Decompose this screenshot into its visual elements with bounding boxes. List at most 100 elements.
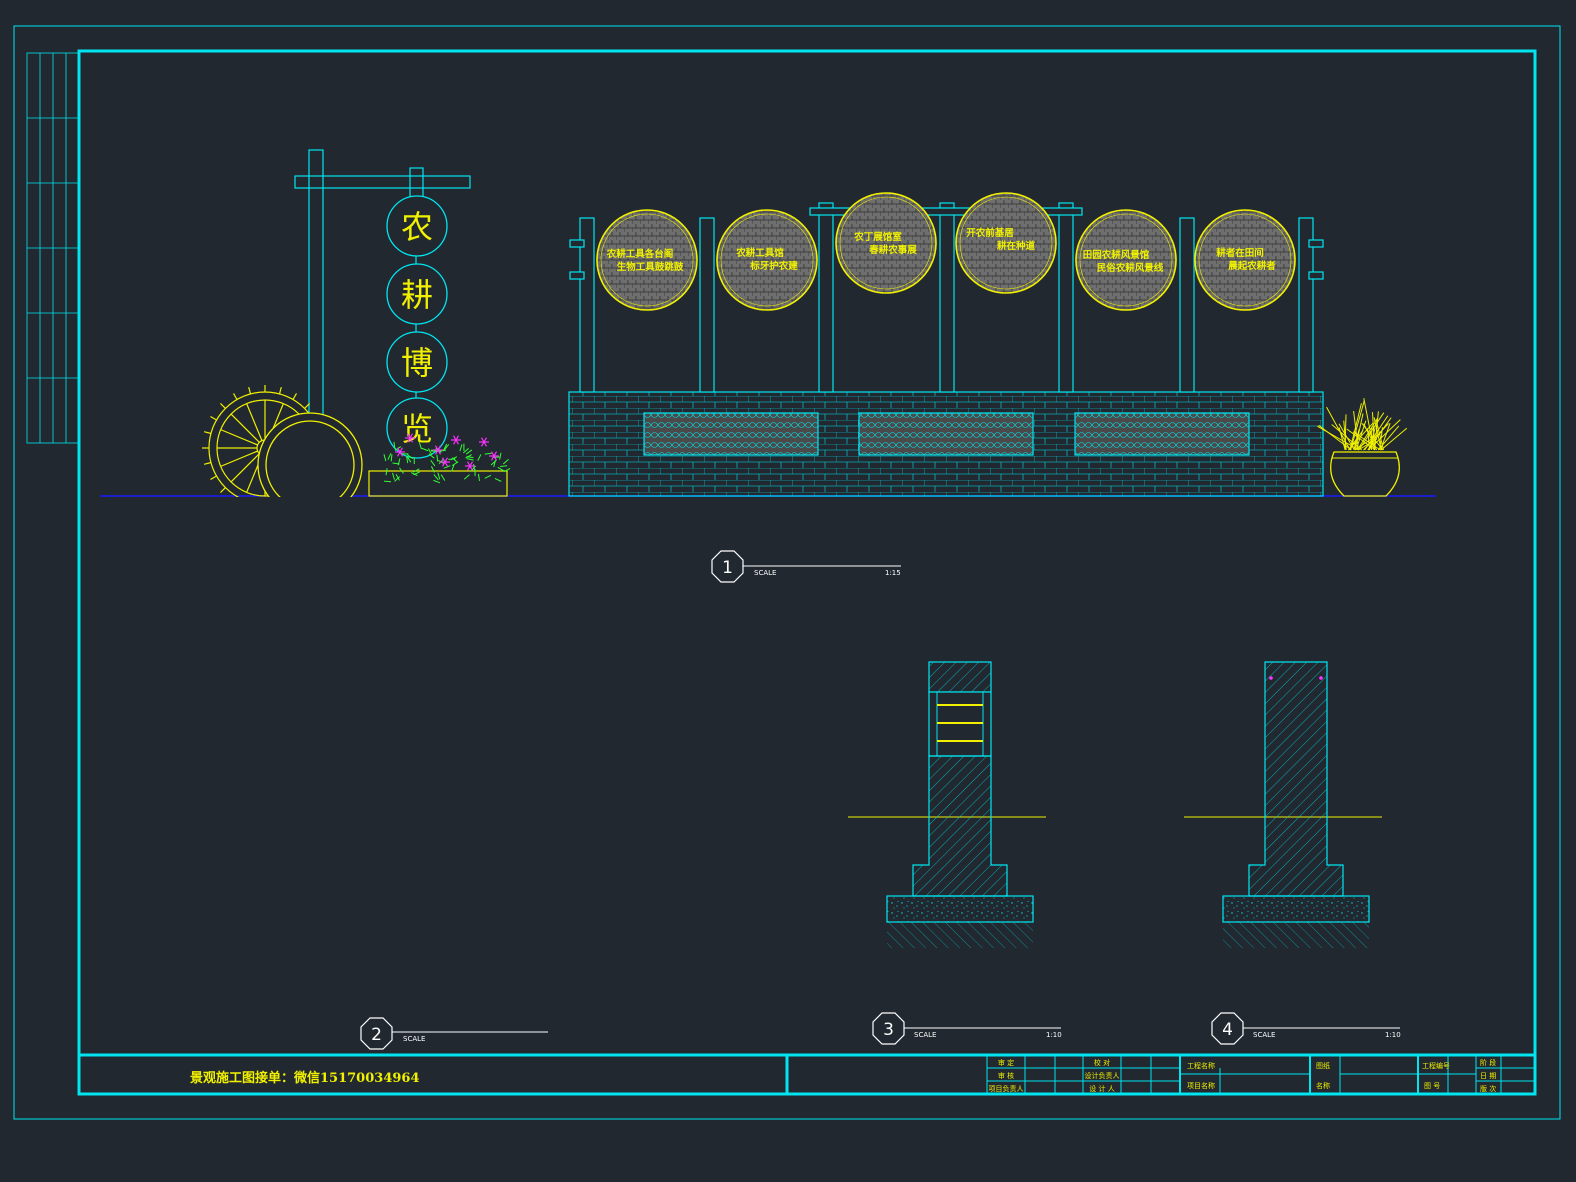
tb-sheet-no: 图 号 <box>1424 1082 1440 1090</box>
detail-label-1: 1 SCALE 1:15 <box>711 550 901 583</box>
grass-blade <box>1326 406 1351 451</box>
detail-label-4: 4 SCALE 1:10 <box>1211 1012 1401 1045</box>
flower-bloom-petal <box>469 465 474 471</box>
detail-number: 1 <box>722 558 733 578</box>
scale-word: SCALE <box>1253 1031 1275 1039</box>
tb-project-name: 项目名称 <box>1187 1081 1215 1090</box>
flower-leaf <box>387 453 392 460</box>
flower-bloom-petal <box>396 447 401 453</box>
flower-leaf <box>503 468 511 473</box>
flower-bloom-petal <box>480 441 485 447</box>
section-detail-3 <box>848 661 1046 948</box>
scale-value: 1:15 <box>885 569 901 577</box>
grass-blade <box>1338 427 1346 451</box>
wheel-tooth <box>248 386 252 395</box>
flower-bloom-petal <box>493 455 498 461</box>
display-frame-posts <box>569 202 1324 393</box>
flower-leaf <box>433 474 439 481</box>
flower-bloom-petal <box>483 437 488 443</box>
weave-inset <box>858 412 1034 456</box>
panel-text-line: 农耕工具各台阁 <box>606 248 674 260</box>
detail-number-octagon <box>872 1012 905 1045</box>
flower-leaf <box>466 456 474 459</box>
wheel-tooth <box>278 386 282 395</box>
grass-blade <box>1354 413 1364 451</box>
round-panel: 田园农耕风景馆 民俗农耕风景线 <box>1075 209 1177 311</box>
detail-number: 2 <box>371 1025 382 1045</box>
flower-bloom-petal <box>399 447 404 453</box>
scale-value: 1:10 <box>1046 1031 1062 1039</box>
flower-bloom-petal <box>490 451 495 457</box>
round-panel: 开农前基居 耕在种道 <box>955 192 1057 294</box>
wheel-tooth <box>304 403 310 409</box>
binding-strip <box>26 52 80 444</box>
pillar-glyph: 览 <box>401 410 433 448</box>
flower-bloom-petal <box>483 441 488 447</box>
flower-bloom-petal <box>406 433 411 439</box>
grass-blade <box>1350 400 1365 451</box>
wheel-spoke <box>246 403 263 441</box>
flower-leaf <box>410 472 418 477</box>
scale-value: 1:10 <box>1385 1031 1401 1039</box>
flower-leaf <box>406 456 412 463</box>
title-block-note: 景观施工图接单：微信15170034964 <box>190 1070 420 1086</box>
flower-leaf <box>383 454 387 462</box>
tb-approve: 审 定 <box>998 1058 1014 1067</box>
flower-leaf <box>465 449 473 455</box>
pillar-glyph: 博 <box>401 344 433 382</box>
wheel-spoke <box>230 413 260 443</box>
flower-leaf <box>394 476 401 482</box>
pillar-sign: 耕 <box>386 263 448 325</box>
scale-word: SCALE <box>403 1035 425 1043</box>
panel-text-line: 田园农耕风景馆 <box>1083 249 1150 261</box>
grass-blade <box>1371 412 1376 451</box>
flower-leaf <box>484 452 492 455</box>
flower-bloom-petal <box>455 439 460 445</box>
wheel-spoke <box>220 429 258 446</box>
flower-bloom-petal <box>466 465 471 471</box>
flower-planter <box>368 433 511 497</box>
flower-bloom-petal <box>466 461 471 467</box>
flower-bloom-petal <box>480 437 485 443</box>
detail-label-2: 2 SCALE <box>360 1017 548 1050</box>
flower-leaf <box>477 454 482 461</box>
flower-leaf <box>399 467 404 474</box>
tb-date: 日 期 <box>1480 1072 1496 1080</box>
flower-leaf <box>451 464 455 472</box>
flower-bloom-petal <box>434 445 439 451</box>
pillar-sign: 博 <box>386 331 448 393</box>
tb-stage: 阶 段 <box>1480 1058 1496 1067</box>
detail-number: 3 <box>883 1020 894 1040</box>
flower-bloom-petal <box>434 449 439 455</box>
potted-plant <box>1317 398 1408 497</box>
drawing-frame <box>77 49 1537 1096</box>
flower-bloom-petal <box>452 435 457 441</box>
panel-text-line: 晨起农耕者 <box>1228 260 1276 272</box>
flower-leaf <box>393 441 396 449</box>
pillar-sign: 农 <box>386 195 448 257</box>
flower-leaf <box>443 465 451 469</box>
flower-leaf <box>430 466 435 473</box>
grass-blade <box>1344 414 1347 451</box>
tb-version: 版 次 <box>1480 1084 1496 1093</box>
panel-text-line: 标牙护农建 <box>749 260 798 272</box>
sheet-outer-border <box>13 25 1561 1120</box>
flower-leaf <box>437 472 441 480</box>
flower-bloom-petal <box>437 445 442 451</box>
grass-blade <box>1356 417 1379 451</box>
detail-number-octagon <box>360 1017 393 1050</box>
flower-leaf <box>499 452 502 460</box>
flower-leaf <box>440 474 446 481</box>
grass-blade <box>1331 424 1363 451</box>
flower-leaf <box>477 473 480 482</box>
flower-bloom-petal <box>409 433 414 439</box>
flower-bloom-petal <box>490 455 495 461</box>
flower-bloom-petal <box>409 437 414 443</box>
pillar-glyph: 耕 <box>401 276 433 314</box>
flower-leaf <box>418 442 422 450</box>
wheel-spoke <box>220 450 258 467</box>
scale-word: SCALE <box>914 1031 936 1039</box>
flower-bloom-petal <box>444 457 449 463</box>
flower-leaf <box>433 479 441 484</box>
